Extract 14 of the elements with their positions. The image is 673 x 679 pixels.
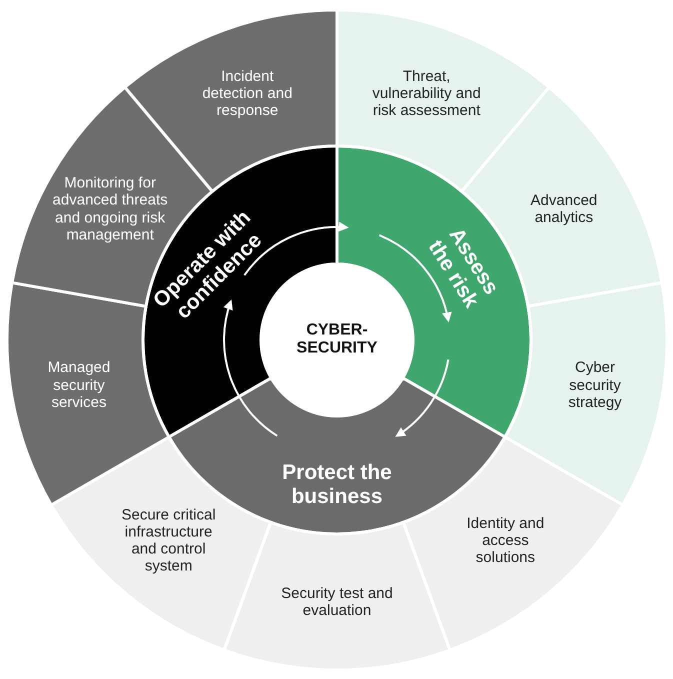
- service-label: Monitoring for advanced threats and ongoing risk management: [52, 174, 169, 244]
- service-label: Secure critical infrastructure and control system: [120, 506, 217, 576]
- cycle-arrow: [244, 222, 349, 276]
- service-label: Cyber security strategy: [567, 360, 623, 412]
- center-label: CYBER-SECURITY: [296, 322, 378, 358]
- service-label: Identity and access solutions: [466, 514, 546, 567]
- service-label: Advanced analytics: [530, 192, 598, 226]
- service-label: Security test and evaluation: [280, 584, 394, 620]
- service-label: Incident detection and response: [201, 68, 294, 120]
- service-label: Threat, vulnerability and risk assessment: [371, 68, 482, 120]
- service-label: Managed security services: [46, 360, 112, 412]
- cycle-arrow: [395, 359, 450, 437]
- phase-label: Protect the business: [281, 460, 393, 510]
- cycle-arrow: [223, 299, 278, 437]
